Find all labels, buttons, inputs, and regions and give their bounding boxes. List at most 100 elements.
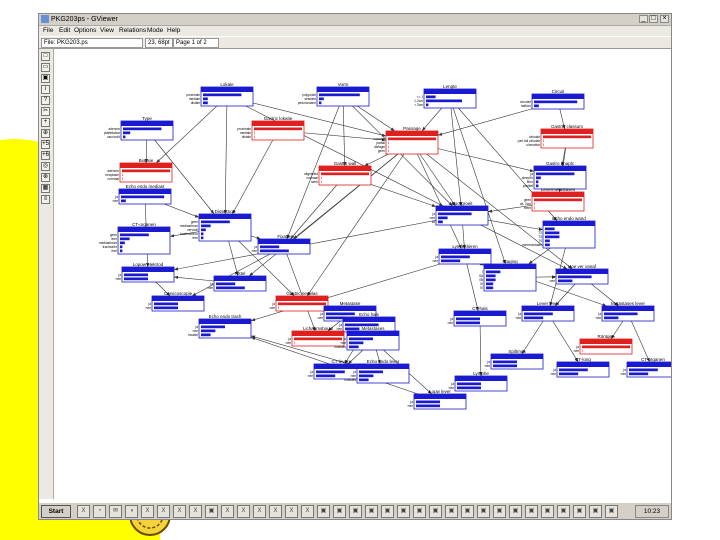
taskbar-app-button[interactable]: X: [189, 505, 202, 518]
network-node[interactable]: Lengte<= 11-2cm> 2cm: [414, 84, 477, 109]
plus-5-icon[interactable]: +5: [41, 140, 50, 149]
list-icon[interactable]: ≡: [41, 195, 50, 204]
open-icon[interactable]: ▭: [41, 63, 50, 72]
taskbar-app-button[interactable]: ▣: [397, 505, 410, 518]
taskbar-app-button[interactable]: ▣: [509, 505, 522, 518]
menu-relations[interactable]: Relations: [119, 27, 147, 34]
taskbar-app-button[interactable]: ▣: [445, 505, 458, 518]
minimize-button[interactable]: _: [639, 15, 648, 23]
help-icon[interactable]: ?: [41, 96, 50, 105]
taskbar-app-button[interactable]: X: [173, 505, 186, 518]
taskbar-app-button[interactable]: X: [285, 505, 298, 518]
taskbar-app-button[interactable]: X: [221, 505, 234, 518]
taskbar-app-button[interactable]: ✉: [109, 505, 122, 518]
network-node[interactable]: CT-organengeenlivermediastinumtrachea/br…: [99, 222, 171, 255]
taskbar-app-button[interactable]: ◔: [93, 505, 106, 518]
taskbar-app-button[interactable]: ▣: [461, 505, 474, 518]
menu-view[interactable]: View: [100, 27, 114, 34]
taskbar-app-button[interactable]: X: [301, 505, 314, 518]
taskbar-app-button[interactable]: ▣: [317, 505, 330, 518]
menu-file[interactable]: File: [43, 27, 54, 34]
save-icon[interactable]: ▣: [41, 74, 50, 83]
taskbar-app-button[interactable]: ▣: [365, 505, 378, 518]
menu-help[interactable]: Help: [167, 27, 181, 34]
taskbar-app-button[interactable]: X: [253, 505, 266, 518]
taskbar-app-button[interactable]: X: [237, 505, 250, 518]
title-bar[interactable]: PKG203ps - GViewer _ □ ×: [39, 14, 671, 26]
add-node-icon[interactable]: +: [41, 118, 50, 127]
taskbar-app-button[interactable]: ▣: [413, 505, 426, 518]
taskbar-app-button[interactable]: ▣: [477, 505, 490, 518]
menu-mode[interactable]: Mode: [147, 27, 164, 34]
taskbar-app-button[interactable]: ▣: [557, 505, 570, 518]
taskbar-app-button[interactable]: ▣: [333, 505, 346, 518]
taskbar-app-button[interactable]: ▣: [349, 505, 362, 518]
settings-icon[interactable]: ⊗: [41, 173, 50, 182]
taskbar-app-button[interactable]: ▣: [493, 505, 506, 518]
taskbar-app-button[interactable]: ▣: [381, 505, 394, 518]
info-icon[interactable]: i: [41, 85, 50, 94]
taskbar-app-button[interactable]: X: [269, 505, 282, 518]
taskbar-app-button[interactable]: X: [157, 505, 170, 518]
maximize-button[interactable]: □: [649, 15, 658, 23]
taskbar-app-button[interactable]: ▣: [589, 505, 602, 518]
network-node[interactable]: Dissectiongeenmediastinumcervicaltrachea…: [180, 209, 252, 242]
plus-6-icon[interactable]: +6: [41, 151, 50, 160]
zoom-icon[interactable]: ⊕: [41, 129, 50, 138]
cut-icon[interactable]: ✂: [41, 107, 50, 116]
new-icon[interactable]: □: [41, 52, 50, 61]
target-icon[interactable]: ◎: [41, 162, 50, 171]
close-button[interactable]: ×: [660, 15, 669, 23]
taskbar-app-button[interactable]: X: [77, 505, 90, 518]
menu-edit[interactable]: Edit: [59, 27, 71, 34]
grid-icon[interactable]: ▦: [41, 184, 50, 193]
taskbar-app-button[interactable]: ◑: [125, 505, 138, 518]
taskbar-app-button[interactable]: ▣: [525, 505, 538, 518]
taskbar-app-button[interactable]: ▣: [205, 505, 218, 518]
taskbar-app-button[interactable]: X: [141, 505, 154, 518]
taskbar-app-button[interactable]: ▣: [429, 505, 442, 518]
menu-options[interactable]: Options: [74, 27, 97, 34]
taskbar-app-button[interactable]: ▣: [573, 505, 586, 518]
taskbar-app-button[interactable]: ▣: [605, 505, 618, 518]
taskbar-app-button[interactable]: ▣: [541, 505, 554, 518]
